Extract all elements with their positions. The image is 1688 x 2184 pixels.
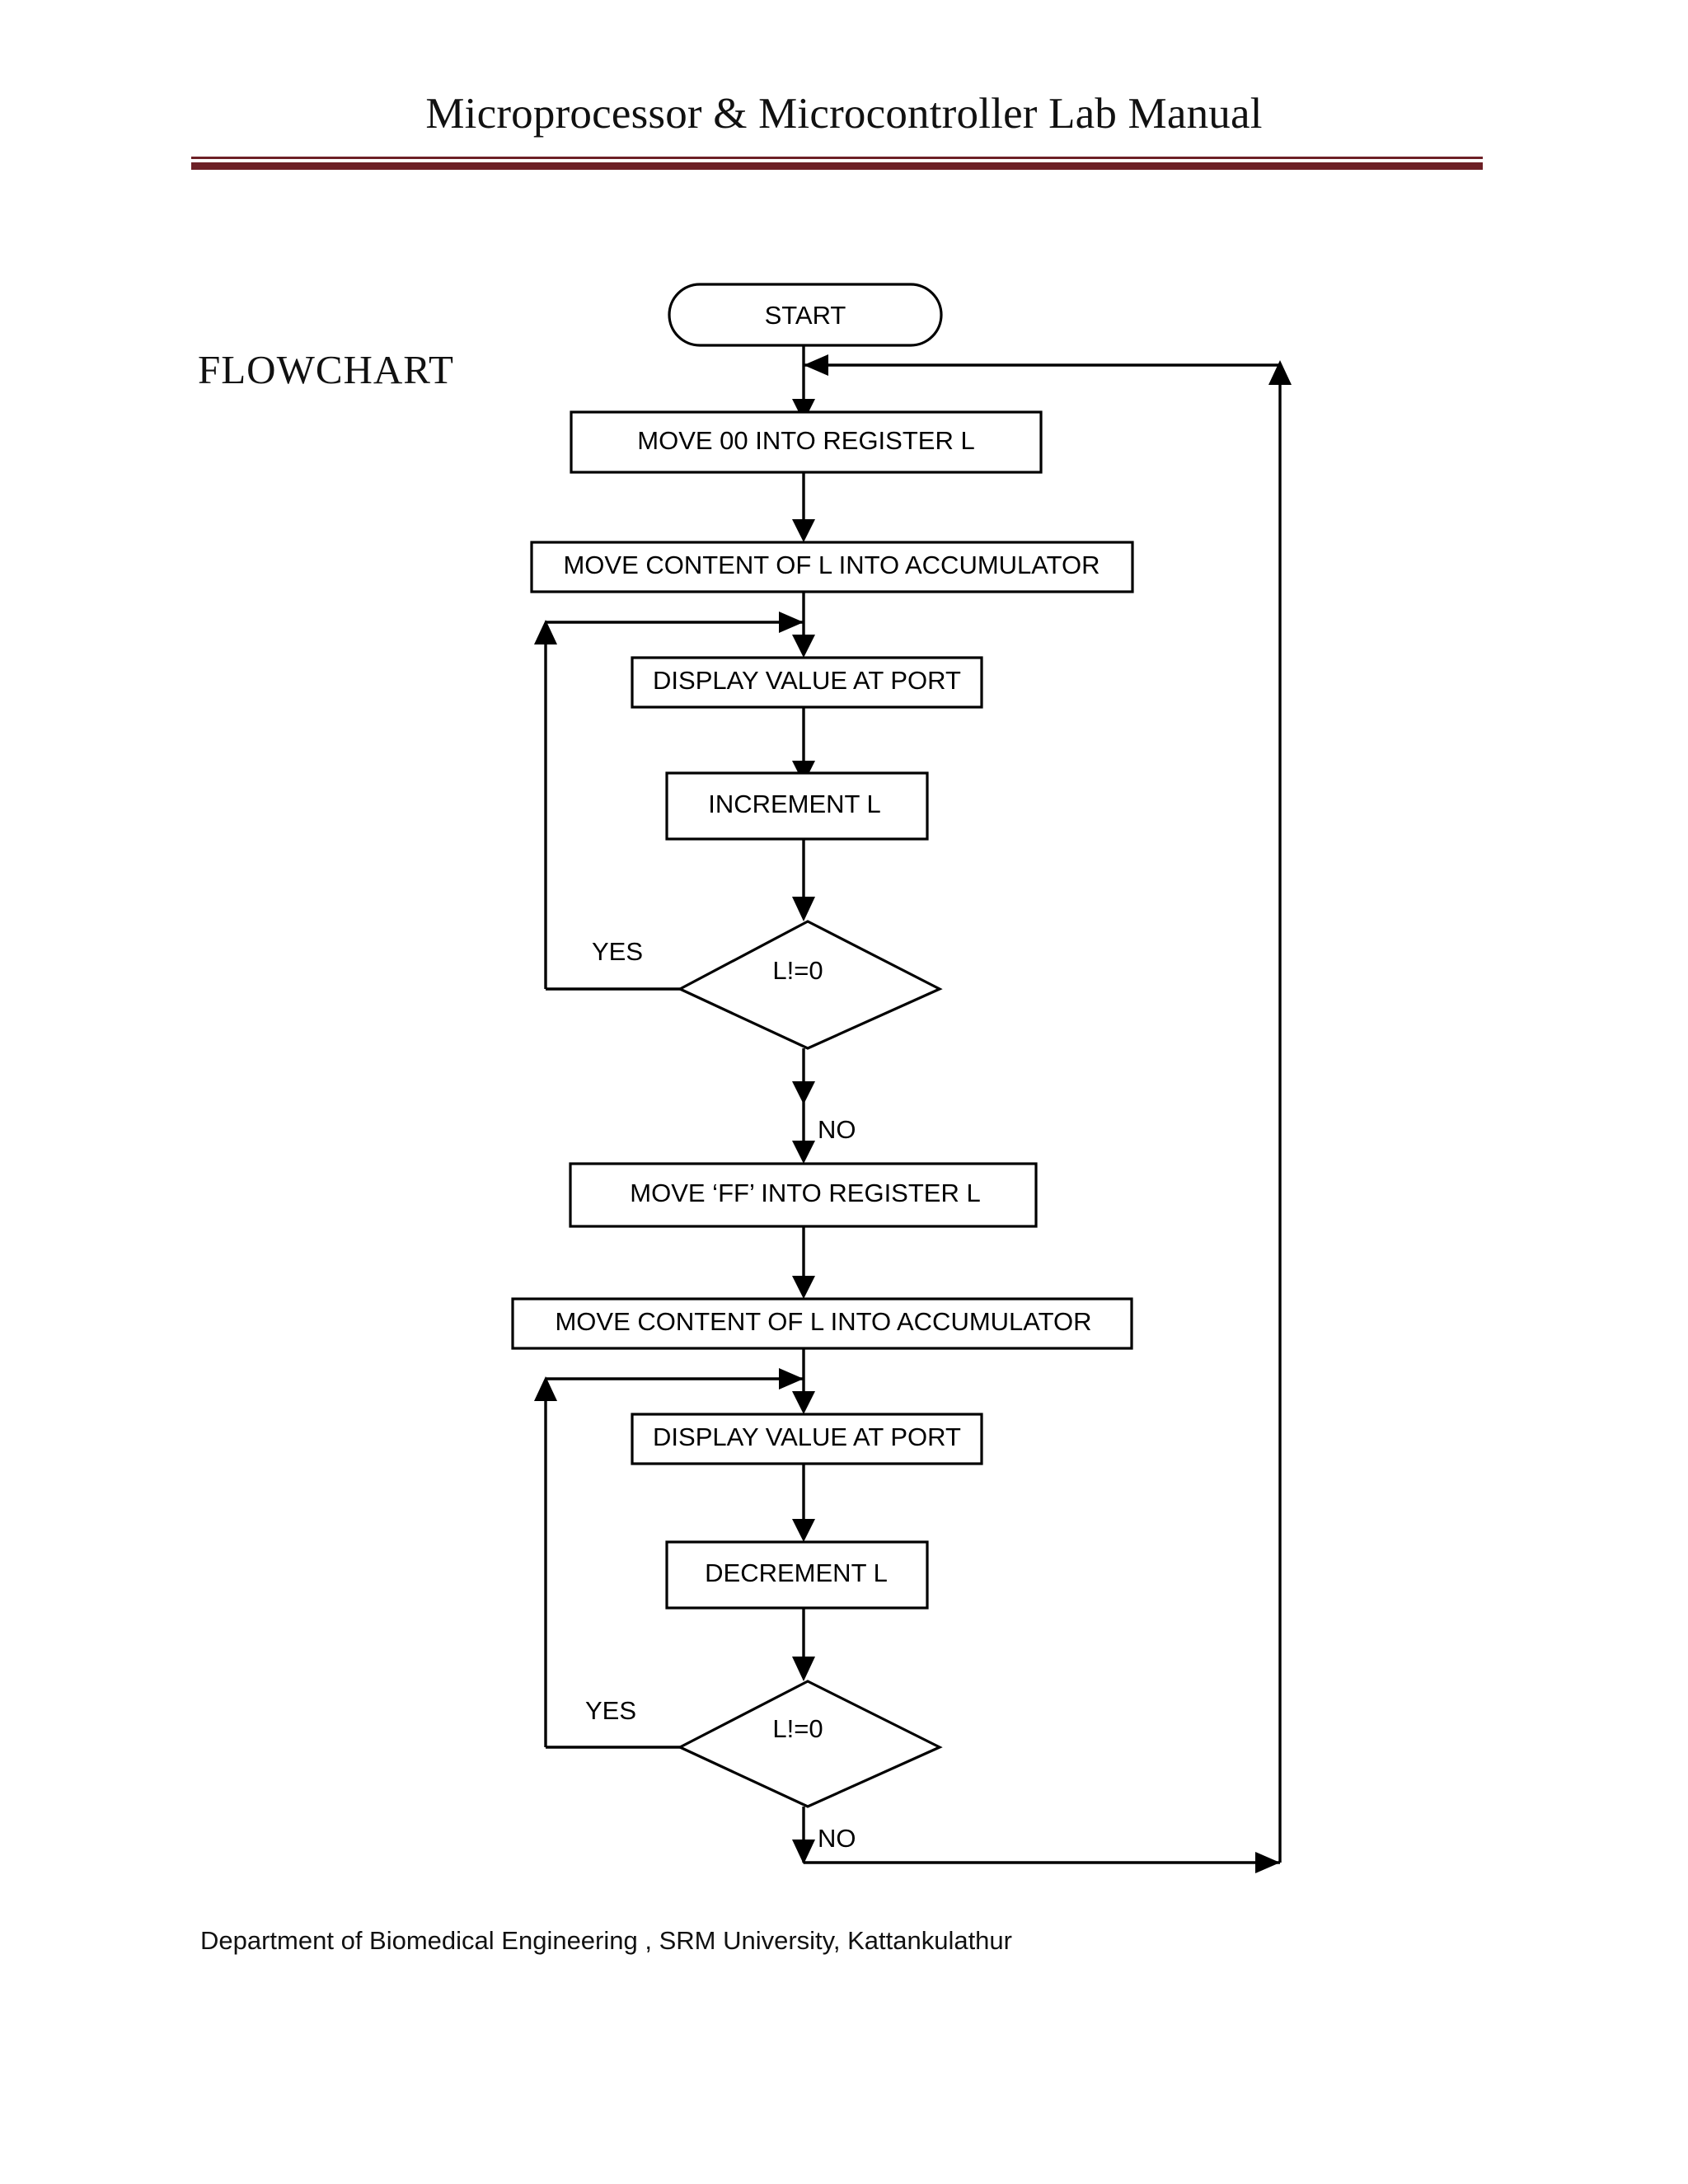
flowchart-section-label: FLOWCHART bbox=[198, 346, 454, 393]
edge-start-to-move00 bbox=[792, 344, 815, 422]
page-title: Microprocessor & Microcontroller Lab Man… bbox=[425, 90, 1263, 138]
node-decrement-l-label: DECREMENT L bbox=[705, 1558, 888, 1587]
node-decision-l-not-zero-1[interactable]: L!=0 bbox=[677, 920, 943, 1050]
header-divider-thin-line bbox=[191, 157, 1483, 159]
node-move-ff-into-register-l[interactable]: MOVE ‘FF’ INTO REGISTER L bbox=[569, 1162, 1038, 1228]
node-move-00-into-register-l[interactable]: MOVE 00 INTO REGISTER L bbox=[570, 410, 1043, 474]
edge-decision2-no bbox=[792, 1807, 815, 1864]
edge-loop2-return-horizontal bbox=[546, 1368, 804, 1390]
edge-movacc1-to-display1 bbox=[792, 592, 815, 658]
edge-movff-to-movacc2 bbox=[792, 1226, 815, 1299]
flowchart-section-label-text: FLOWCHART bbox=[198, 347, 454, 392]
edge-outer-return-right bbox=[1268, 360, 1292, 1863]
edge-decision1-no bbox=[792, 1048, 815, 1164]
edge-loop1-return-horizontal bbox=[546, 612, 804, 633]
node-display-1-label: DISPLAY VALUE AT PORT bbox=[653, 666, 961, 695]
node-start[interactable]: START bbox=[668, 283, 943, 347]
edge-increment-to-decision1 bbox=[792, 839, 815, 921]
node-move-content-accumulator-1[interactable]: MOVE CONTENT OF L INTO ACCUMULATOR bbox=[530, 541, 1134, 593]
node-decision-2-label: L!=0 bbox=[772, 1714, 823, 1743]
edge-move00-to-movacc1 bbox=[792, 472, 815, 542]
node-display-value-at-port-2[interactable]: DISPLAY VALUE AT PORT bbox=[631, 1413, 983, 1465]
edge-label-yes-2: YES bbox=[585, 1696, 636, 1725]
header-divider-gap bbox=[191, 159, 1483, 162]
edge-label-no-2: NO bbox=[818, 1824, 856, 1853]
edge-label-no-1: NO bbox=[818, 1115, 856, 1144]
node-move-00-label: MOVE 00 INTO REGISTER L bbox=[637, 426, 974, 455]
header-divider-thick-line bbox=[191, 162, 1483, 170]
node-increment-l-label: INCREMENT L bbox=[708, 790, 881, 818]
edge-loop1-return-vertical bbox=[534, 620, 557, 989]
node-move-ff-label: MOVE ‘FF’ INTO REGISTER L bbox=[630, 1179, 980, 1207]
footer-department-text: Department of Biomedical Engineering , S… bbox=[200, 1926, 1012, 1955]
header-divider bbox=[191, 157, 1483, 170]
edge-outer-return-top bbox=[804, 354, 1280, 376]
node-move-accumulator-2-label: MOVE CONTENT OF L INTO ACCUMULATOR bbox=[555, 1307, 1091, 1336]
node-decision-1-label: L!=0 bbox=[772, 956, 823, 985]
edge-label-yes-1: YES bbox=[592, 937, 643, 966]
edge-display2-to-decrement bbox=[792, 1464, 815, 1542]
edge-movacc2-to-display2 bbox=[792, 1348, 815, 1414]
node-move-content-accumulator-2[interactable]: MOVE CONTENT OF L INTO ACCUMULATOR bbox=[511, 1297, 1133, 1350]
node-display-2-label: DISPLAY VALUE AT PORT bbox=[653, 1422, 961, 1451]
node-decrement-l[interactable]: DECREMENT L bbox=[665, 1540, 929, 1610]
node-display-value-at-port-1[interactable]: DISPLAY VALUE AT PORT bbox=[631, 656, 983, 709]
edge-decrement-to-decision2 bbox=[792, 1597, 815, 1681]
node-decision-l-not-zero-2[interactable]: L!=0 bbox=[677, 1680, 943, 1808]
node-move-accumulator-1-label: MOVE CONTENT OF L INTO ACCUMULATOR bbox=[563, 551, 1100, 579]
edge-loop2-return-vertical bbox=[534, 1376, 557, 1747]
edge-outer-return-bottom bbox=[804, 1852, 1280, 1873]
node-increment-l[interactable]: INCREMENT L bbox=[665, 771, 929, 841]
node-start-label: START bbox=[765, 301, 846, 330]
